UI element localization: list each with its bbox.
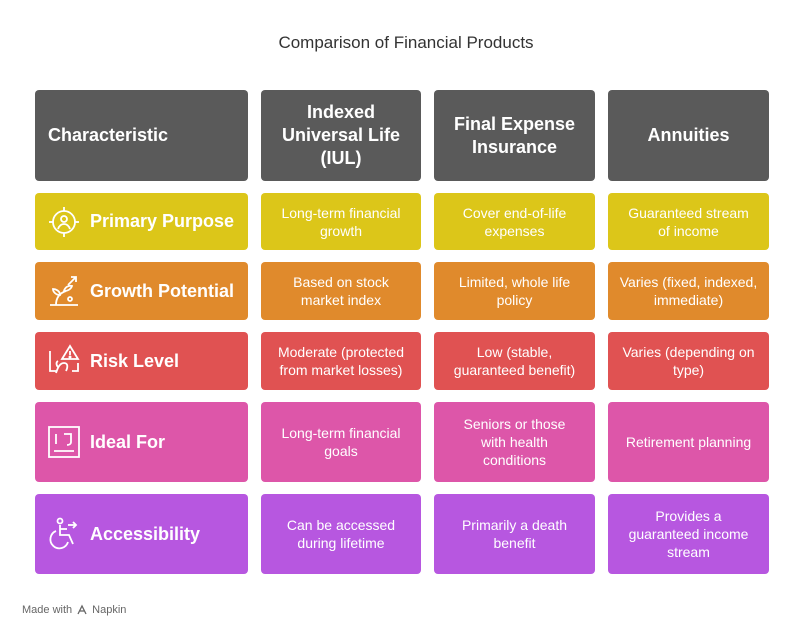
cell-iul-primary-purpose: Long-term financial growth (261, 193, 421, 250)
cell-final-expense-ideal-for: Seniors or those with health conditions (434, 402, 595, 482)
ij-frame-icon (45, 423, 83, 461)
wheelchair-icon (45, 515, 83, 553)
header-final-expense: Final Expense Insurance (434, 90, 595, 181)
row-label-accessibility: Accessibility (35, 494, 248, 574)
cell-iul-ideal-for: Long-term financial goals (261, 402, 421, 482)
warning-hand-icon (45, 342, 83, 380)
footer-attribution: Made with Napkin (22, 604, 126, 616)
napkin-logo-icon (76, 604, 88, 616)
cell-final-expense-primary-purpose: Cover end-of-life expenses (434, 193, 595, 250)
cell-final-expense-accessibility: Primarily a death benefit (434, 494, 595, 574)
footer-brand: Napkin (92, 604, 127, 616)
cell-annuities-risk-level: Varies (depending on type) (608, 332, 769, 390)
row-label-text: Growth Potential (90, 280, 234, 301)
header-characteristic: Characteristic (35, 90, 248, 181)
row-label-text: Ideal For (90, 431, 166, 452)
cell-annuities-primary-purpose: Guaranteed stream of income (608, 193, 769, 250)
footer-made-with: Made with (22, 604, 73, 616)
cell-iul-growth-potential: Based on stock market index (261, 262, 421, 320)
cell-iul-risk-level: Moderate (protected from market losses) (261, 332, 421, 390)
cell-final-expense-growth-potential: Limited, whole life policy (434, 262, 595, 320)
chart-title: Comparison of Financial Products (278, 33, 534, 52)
cell-iul-accessibility: Can be accessed during lifetime (261, 494, 421, 574)
header-iul: Indexed Universal Life (IUL) (261, 90, 421, 181)
cell-final-expense-risk-level: Low (stable, guaranteed benefit) (434, 332, 595, 390)
cell-annuities-growth-potential: Varies (fixed, indexed, immediate) (608, 262, 769, 320)
cell-annuities-ideal-for: Retirement planning (608, 402, 769, 482)
row-label-growth-potential: Growth Potential (35, 262, 248, 320)
row-label-text: Accessibility (90, 523, 201, 544)
row-label-primary-purpose: Primary Purpose (35, 193, 248, 250)
row-label-risk-level: Risk Level (35, 332, 248, 390)
row-label-ideal-for: Ideal For (35, 402, 248, 482)
row-label-text: Primary Purpose (90, 211, 235, 231)
row-label-text: Risk Level (90, 350, 180, 371)
growth-plant-icon (45, 272, 83, 310)
target-person-icon (45, 203, 83, 241)
header-annuities: Annuities (608, 90, 769, 181)
cell-annuities-accessibility: Provides a guaranteed income stream (608, 494, 769, 574)
